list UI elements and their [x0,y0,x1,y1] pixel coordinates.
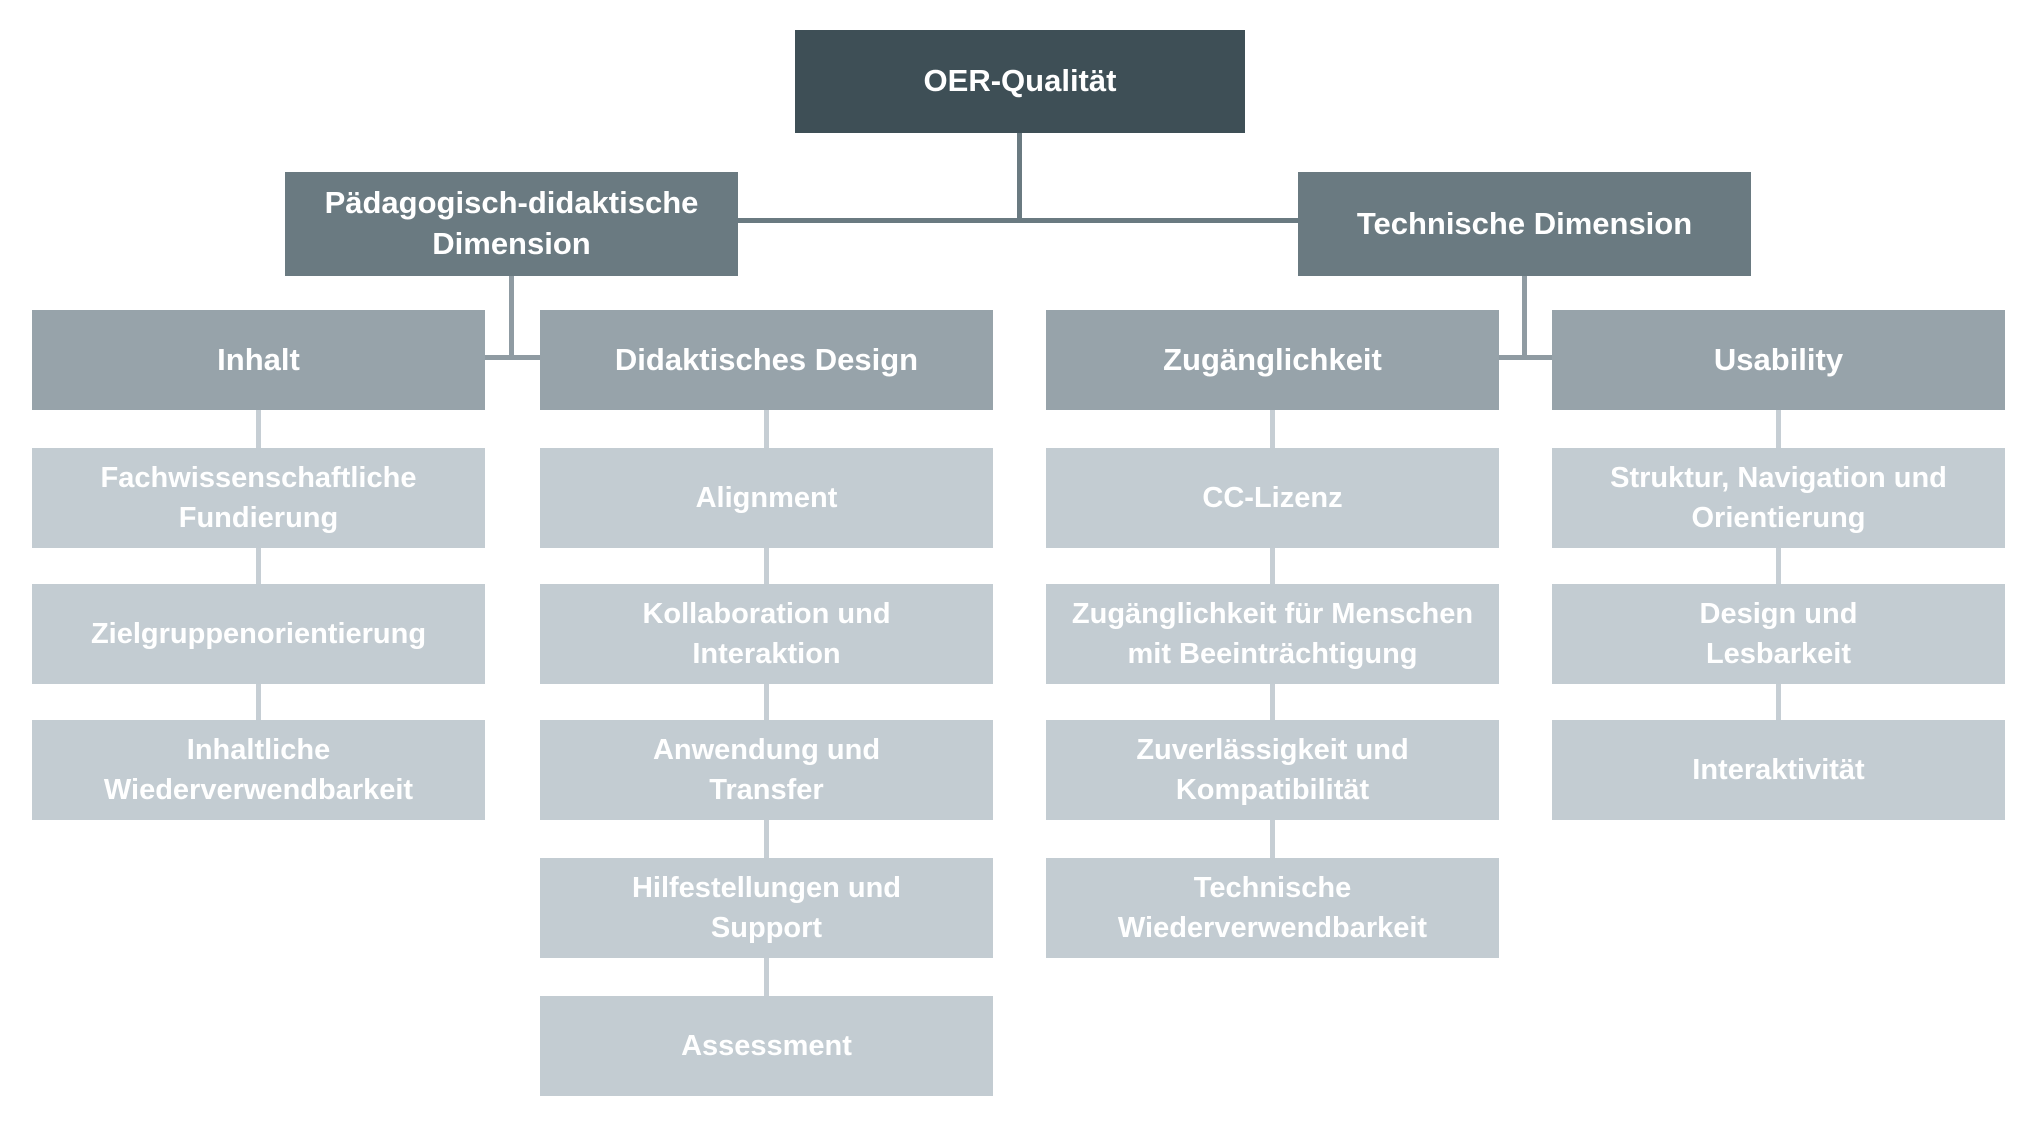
node-interaktivitaet: Interaktivität [1552,720,2005,820]
node-didaktisches-design: Didaktisches Design [540,310,993,410]
node-hilfestellungen-und-support: Hilfestellungen und Support [540,858,993,958]
node-usability: Usability [1552,310,2005,410]
connector-line [1270,410,1275,448]
node-cc-lizenz: CC-Lizenz [1046,448,1499,548]
connector-line-paedagogisch-rail [485,355,540,360]
connector-line [764,410,769,448]
node-technische-wiederverwendbarkeit: Technische Wiederverwendbarkeit [1046,858,1499,958]
connector-line [1270,548,1275,584]
connector-line [256,548,261,584]
connector-line [256,410,261,448]
connector-line-root-stem [1017,133,1022,220]
connector-line [1270,684,1275,720]
connector-line [764,684,769,720]
node-alignment: Alignment [540,448,993,548]
connector-line [1776,548,1781,584]
connector-line [1776,684,1781,720]
connector-line [1776,410,1781,448]
node-inhaltliche-wiederverwendbarkeit: Inhaltliche Wiederverwendbarkeit [32,720,485,820]
node-anwendung-und-transfer: Anwendung und Transfer [540,720,993,820]
connector-line-paedagogisch-stem [509,276,514,358]
connector-line [764,820,769,858]
node-zugaenglichkeit: Zugänglichkeit [1046,310,1499,410]
node-struktur-navigation-orientierung: Struktur, Navigation und Orientierung [1552,448,2005,548]
node-paedagogisch-didaktische-dimension: Pädagogisch-didaktische Dimension [285,172,738,276]
connector-line-dimensions-rail [738,218,1298,223]
node-inhalt: Inhalt [32,310,485,410]
node-zugaenglichkeit-fuer-menschen: Zugänglichkeit für Menschen mit Beeinträ… [1046,584,1499,684]
connector-line [1270,820,1275,858]
node-assessment: Assessment [540,996,993,1096]
connector-line [256,684,261,720]
node-technische-dimension: Technische Dimension [1298,172,1751,276]
connector-line [764,548,769,584]
node-zuverlaessigkeit-und-kompatibilitaet: Zuverlässigkeit und Kompatibilität [1046,720,1499,820]
connector-line-technisch-stem [1522,276,1527,358]
node-design-und-lesbarkeit: Design und Lesbarkeit [1552,584,2005,684]
node-zielgruppenorientierung: Zielgruppenorientierung [32,584,485,684]
connector-line-technisch-rail [1499,355,1552,360]
node-kollaboration-und-interaktion: Kollaboration und Interaktion [540,584,993,684]
node-fachwissenschaftliche-fundierung: Fachwissenschaftliche Fundierung [32,448,485,548]
connector-line [764,958,769,996]
node-oer-qualitaet: OER-Qualität [795,30,1245,133]
